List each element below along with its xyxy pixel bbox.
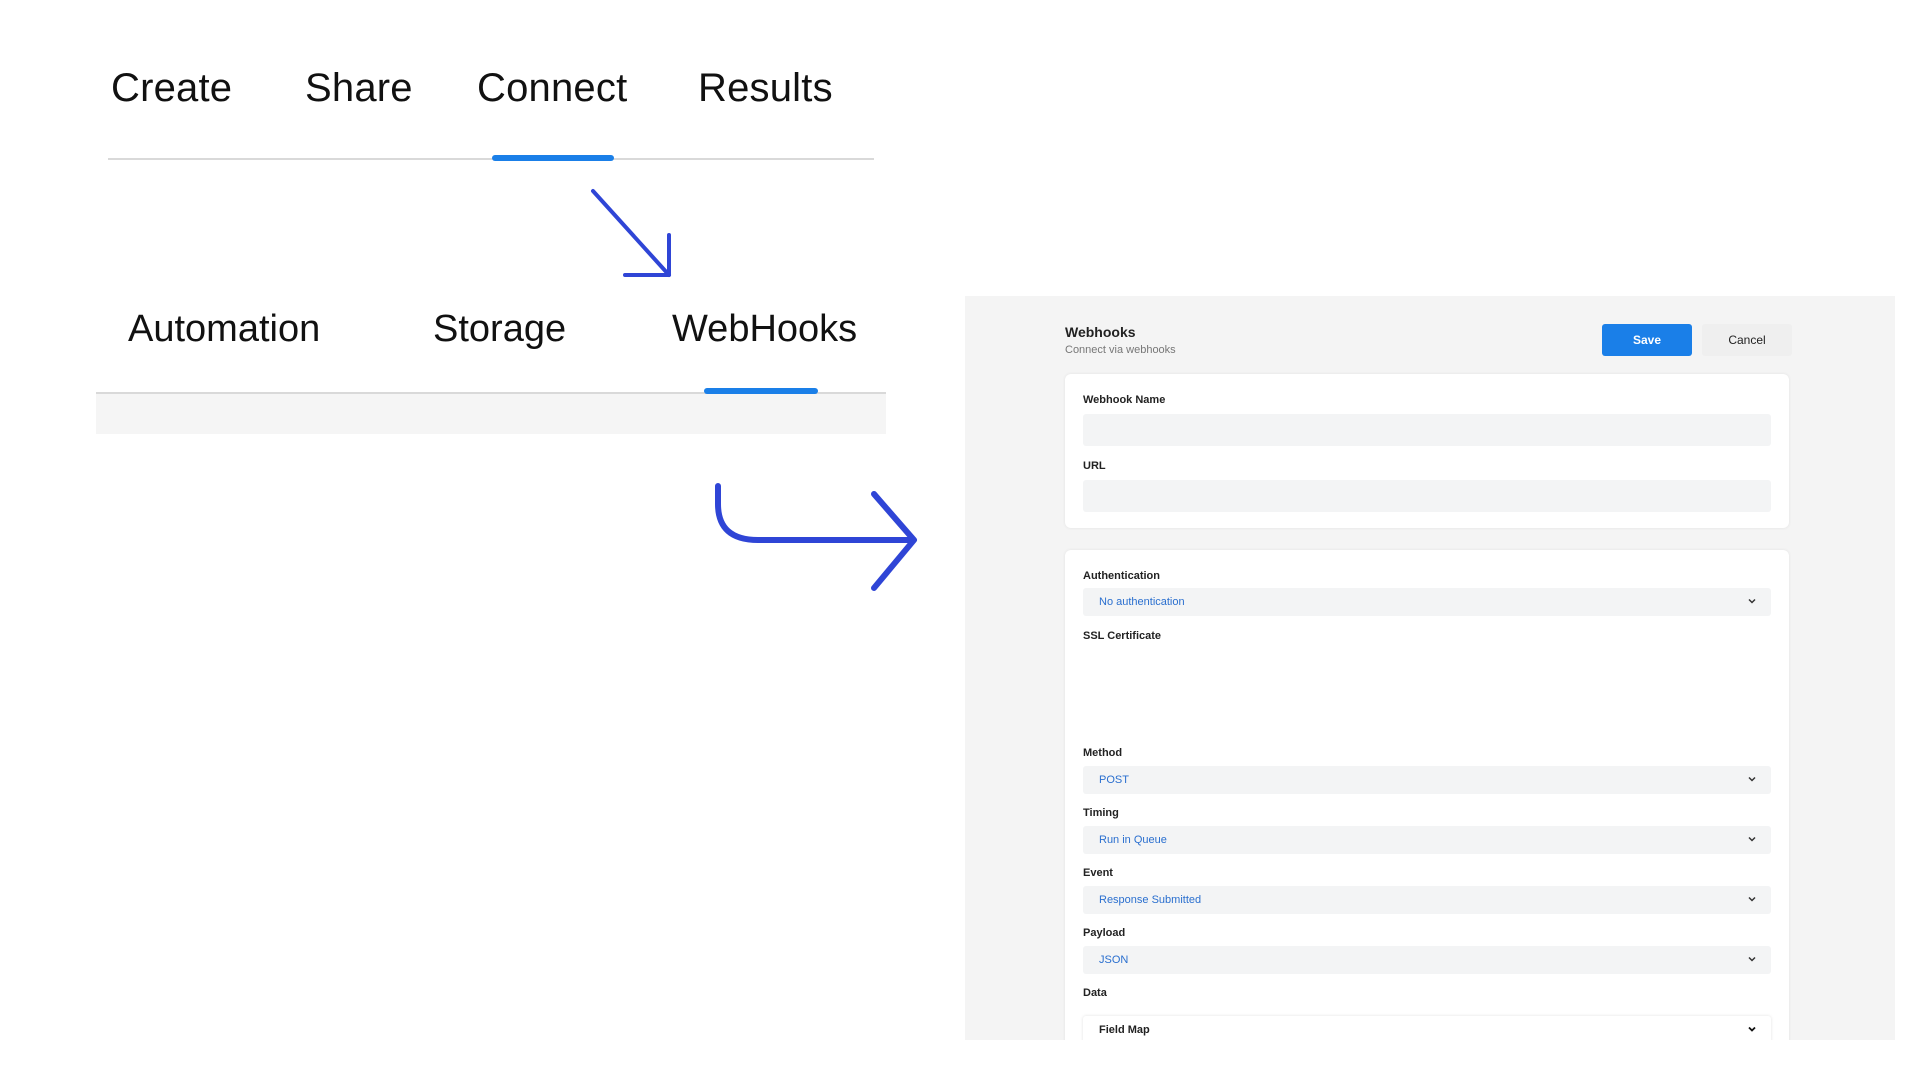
ssl-certificate-label: SSL Certificate: [1083, 630, 1162, 642]
payload-label: Payload: [1083, 927, 1126, 939]
tabs-divider: [108, 158, 874, 160]
timing-label: Timing: [1083, 807, 1119, 819]
arrow-down-right-icon: [591, 189, 671, 277]
cancel-button[interactable]: Cancel: [1702, 324, 1792, 356]
method-select[interactable]: POST: [1083, 766, 1771, 794]
chevron-down-icon: [1748, 836, 1756, 842]
connect-subtabs: Automation Storage WebHooks: [96, 298, 886, 434]
active-tab-indicator: [492, 155, 614, 161]
tab-share[interactable]: Share: [305, 66, 413, 110]
authentication-select[interactable]: No authentication: [1083, 588, 1771, 616]
subtabs-divider: [96, 392, 886, 394]
url-input[interactable]: [1083, 480, 1771, 512]
url-label: URL: [1083, 460, 1106, 472]
tab-storage[interactable]: Storage: [433, 308, 567, 350]
method-label: Method: [1083, 747, 1123, 759]
subtab-content-strip: [96, 394, 886, 434]
chevron-down-icon: [1748, 598, 1756, 604]
curved-arrow-right-icon: [715, 483, 917, 591]
panel-title: Webhooks: [1065, 324, 1136, 340]
save-button[interactable]: Save: [1602, 324, 1692, 356]
tab-webhooks[interactable]: WebHooks: [672, 308, 858, 350]
tab-automation[interactable]: Automation: [128, 308, 321, 350]
active-subtab-indicator: [704, 388, 818, 394]
chevron-down-icon: [1748, 956, 1756, 962]
data-label: Data: [1083, 987, 1107, 999]
main-tabs: Create Share Connect Results: [108, 58, 874, 161]
tab-results[interactable]: Results: [698, 66, 833, 110]
panel-subtitle: Connect via webhooks: [1065, 344, 1176, 356]
chevron-down-icon: [1748, 1026, 1756, 1032]
payload-value: JSON: [1099, 954, 1129, 966]
chevron-down-icon: [1748, 896, 1756, 902]
authentication-label: Authentication: [1083, 570, 1160, 582]
method-value: POST: [1099, 774, 1129, 786]
authentication-value: No authentication: [1099, 596, 1185, 608]
event-label: Event: [1083, 867, 1113, 879]
event-value: Response Submitted: [1099, 894, 1202, 906]
timing-select[interactable]: Run in Queue: [1083, 826, 1771, 854]
data-value: Field Map: [1099, 1024, 1150, 1036]
data-select[interactable]: Field Map: [1083, 1016, 1771, 1040]
webhooks-panel: Webhooks Connect via webhooks Save Cance…: [965, 296, 1895, 1040]
timing-value: Run in Queue: [1099, 834, 1167, 846]
tab-connect[interactable]: Connect: [477, 66, 628, 110]
payload-select[interactable]: JSON: [1083, 946, 1771, 974]
webhook-settings-card: Authentication No authentication SSL Cer…: [1065, 550, 1789, 1040]
event-select[interactable]: Response Submitted: [1083, 886, 1771, 914]
webhook-name-input[interactable]: [1083, 414, 1771, 446]
webhook-name-label: Webhook Name: [1083, 394, 1166, 406]
tab-create[interactable]: Create: [111, 66, 233, 110]
chevron-down-icon: [1748, 776, 1756, 782]
webhook-basic-card: Webhook Name URL: [1065, 374, 1789, 528]
